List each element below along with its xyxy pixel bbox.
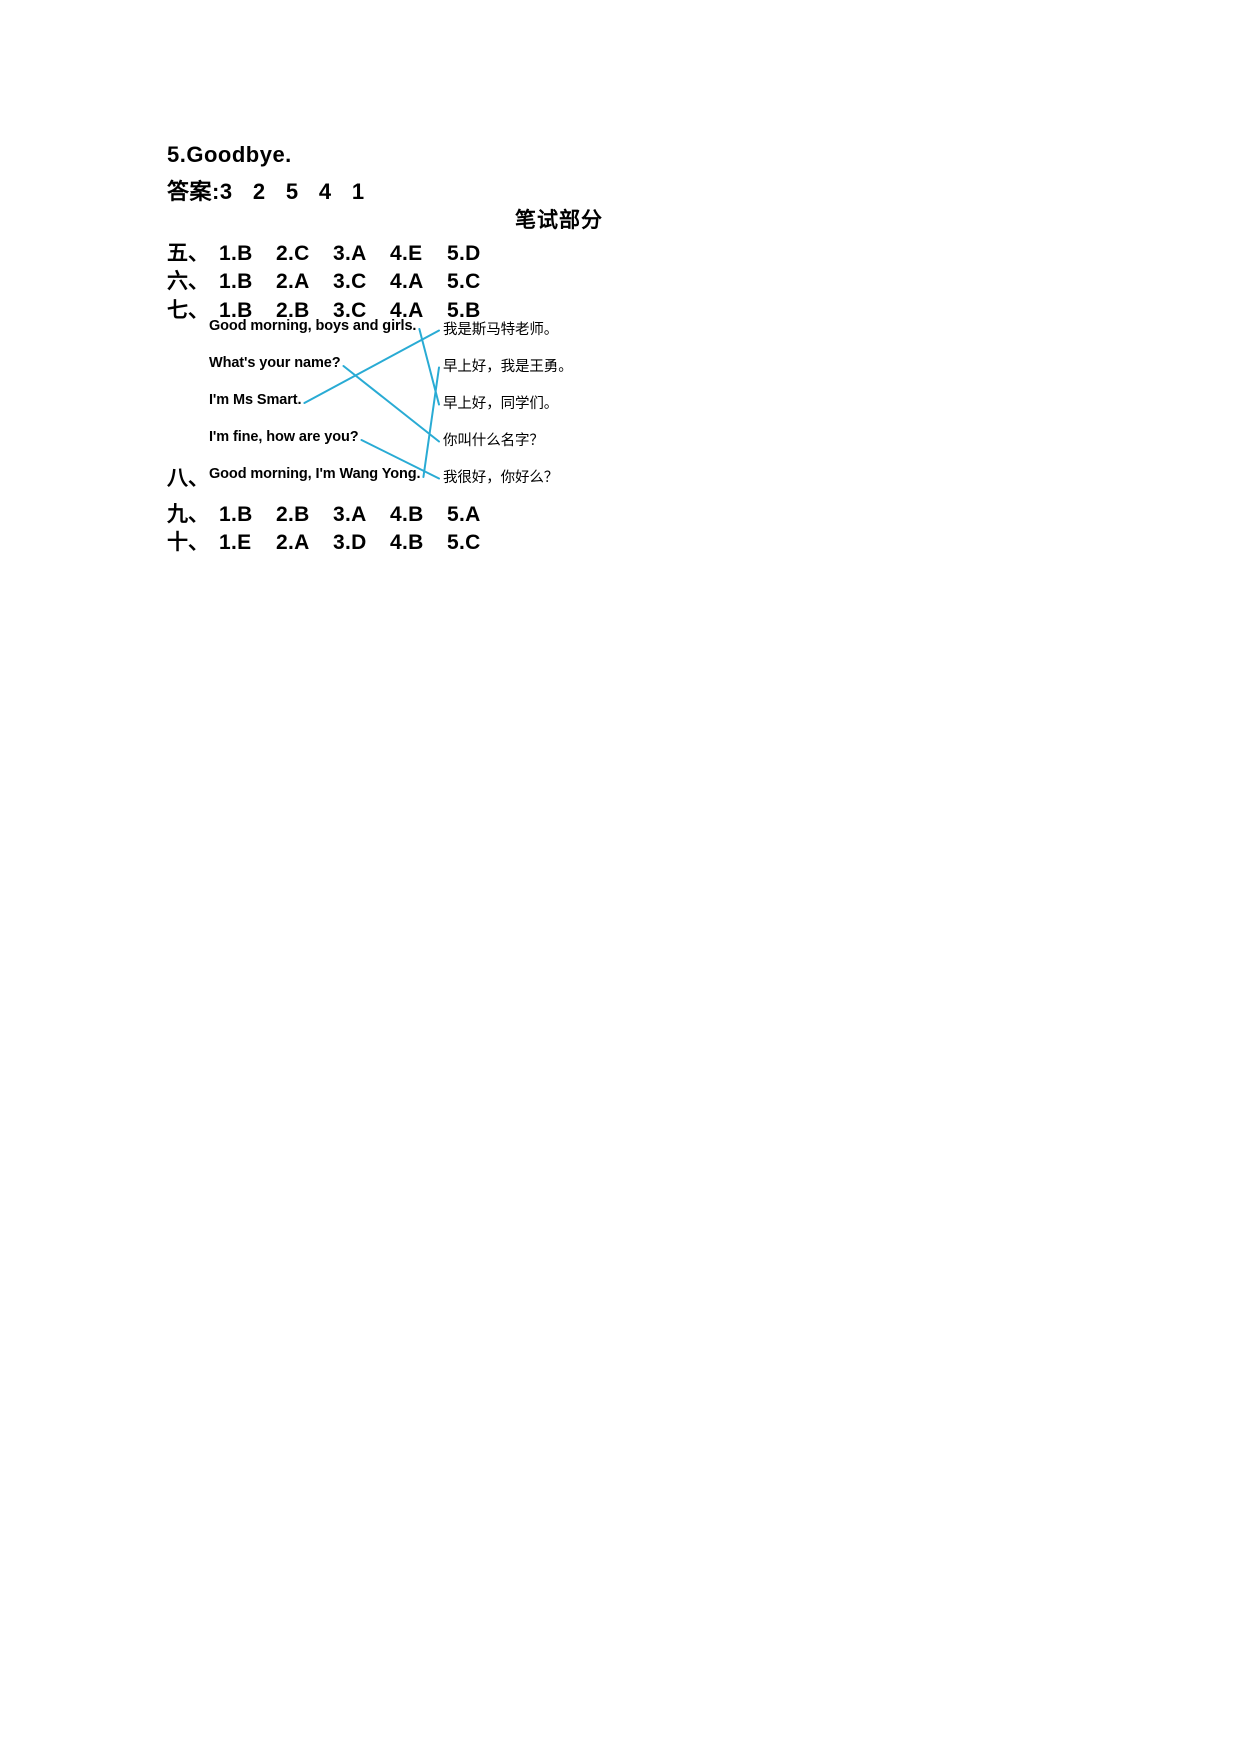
answer-item: 5.B bbox=[447, 299, 481, 322]
match-right-item[interactable]: 我是斯马特老师。 bbox=[443, 322, 559, 338]
answer-item: 4.A bbox=[390, 270, 424, 293]
answer-label: 答案: bbox=[167, 179, 220, 204]
answer-item: 3.C bbox=[333, 299, 367, 322]
answer-item: 3.A bbox=[333, 242, 367, 265]
answer-item: 2.C bbox=[276, 242, 310, 265]
answer-item: 5.C bbox=[447, 531, 481, 554]
answer-item: 4.B bbox=[390, 503, 424, 526]
answer-value-4: 4 bbox=[318, 179, 332, 204]
match-right-item[interactable]: 早上好，同学们。 bbox=[443, 396, 559, 412]
written-section-title: 笔试部分 bbox=[515, 209, 603, 232]
matching-exercise: Good morning, boys and girls. What's you… bbox=[0, 310, 640, 495]
answer-item: 5.D bbox=[447, 242, 481, 265]
match-left-item[interactable]: I'm fine, how are you? bbox=[209, 429, 359, 445]
answer-value-1: 3 bbox=[219, 179, 233, 204]
answer-item: 2.B bbox=[276, 503, 310, 526]
answer-item: 5.A bbox=[447, 503, 481, 526]
answer-value-2: 2 bbox=[252, 179, 266, 204]
row-marker: 七、 bbox=[167, 299, 209, 322]
answer-item: 2.A bbox=[276, 270, 310, 293]
row-marker: 六、 bbox=[167, 270, 209, 293]
match-left-item[interactable]: Good morning, I'm Wang Yong. bbox=[209, 466, 421, 482]
match-left-item[interactable]: I'm Ms Smart. bbox=[209, 392, 302, 408]
answer-value-5: 1 bbox=[351, 179, 365, 204]
answer-item: 3.C bbox=[333, 270, 367, 293]
answer-item: 3.D bbox=[333, 531, 367, 554]
answer-item: 4.E bbox=[390, 242, 423, 265]
answer-item: 2.B bbox=[276, 299, 310, 322]
answer-item: 1.E bbox=[219, 531, 252, 554]
answer-row-6: 六、 1.B 2.A 3.C 4.A 5.C bbox=[167, 265, 504, 295]
answer-item: 5.C bbox=[447, 270, 481, 293]
answer-item: 4.B bbox=[390, 531, 424, 554]
match-right-item[interactable]: 我很好，你好么？ bbox=[443, 470, 559, 486]
answer-item: 4.A bbox=[390, 299, 424, 322]
row-marker: 十、 bbox=[167, 531, 209, 554]
answer-item: 1.B bbox=[219, 503, 253, 526]
match-right-item[interactable]: 你叫什么名字？ bbox=[443, 433, 544, 449]
match-right-item[interactable]: 早上好，我是王勇。 bbox=[443, 359, 573, 375]
answer-item: 1.B bbox=[219, 242, 253, 265]
match-left-item[interactable]: What's your name? bbox=[209, 355, 341, 371]
listening-item-5: 5.Goodbye. bbox=[167, 142, 292, 167]
row-marker: 五、 bbox=[167, 242, 209, 265]
answer-row-7: 七、 1.B 2.B 3.C 4.A 5.B bbox=[167, 294, 504, 324]
answer-row-10: 十、 1.E 2.A 3.D 4.B 5.C bbox=[167, 526, 504, 556]
answer-item: 1.B bbox=[219, 270, 253, 293]
answer-item: 2.A bbox=[276, 531, 310, 554]
answer-item: 3.A bbox=[333, 503, 367, 526]
answer-row-9: 九、 1.B 2.B 3.A 4.B 5.A bbox=[167, 498, 504, 528]
row-marker: 九、 bbox=[167, 503, 209, 526]
answer-value-3: 5 bbox=[285, 179, 299, 204]
matching-row-marker: 八、 bbox=[167, 467, 209, 490]
answer-item: 1.B bbox=[219, 299, 253, 322]
match-left-item[interactable]: Good morning, boys and girls. bbox=[209, 318, 417, 334]
answer-row-5: 五、 1.B 2.C 3.A 4.E 5.D bbox=[167, 237, 504, 267]
